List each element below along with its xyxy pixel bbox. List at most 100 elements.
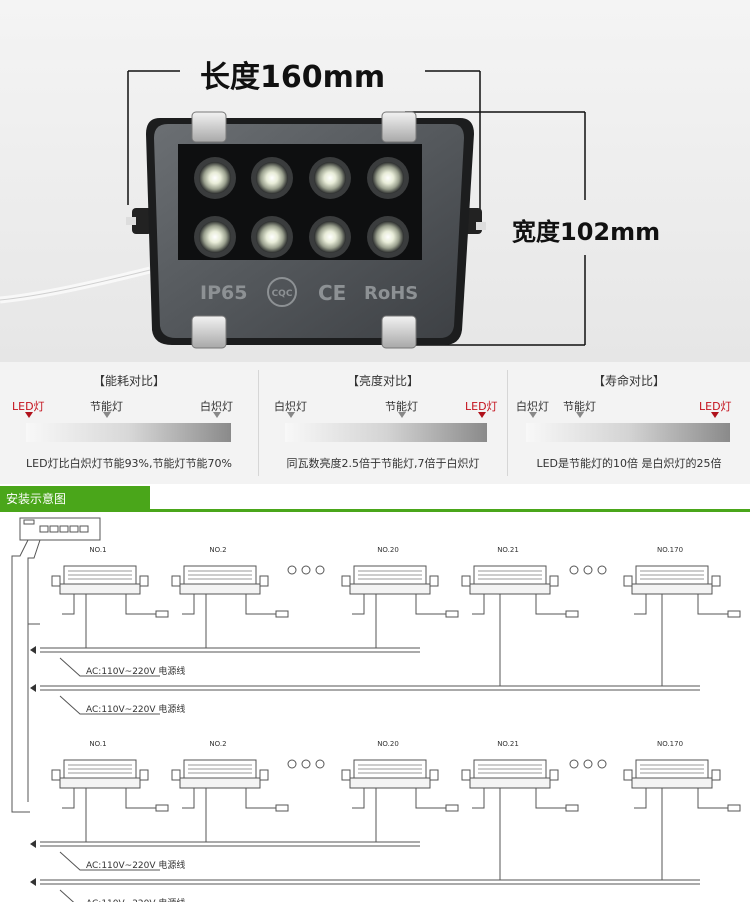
continuation-dot [583, 565, 593, 575]
divider [507, 370, 508, 476]
continuation-dot [569, 565, 579, 575]
connector [445, 610, 459, 618]
control-wire [11, 539, 30, 813]
incandescent-label: 白炽灯 [200, 400, 233, 413]
controller-port [69, 525, 79, 533]
fixture-bracket [429, 769, 439, 781]
ip65-marking: IP65 [200, 282, 247, 304]
plug-icon [30, 646, 36, 654]
controller-port [23, 519, 35, 525]
continuation-dot [569, 759, 579, 769]
connector [275, 610, 289, 618]
fixture-wire [125, 788, 156, 809]
connector [155, 804, 169, 812]
led-marker-icon [478, 412, 486, 418]
fixture-wire [535, 594, 566, 615]
fixture-base [59, 583, 141, 595]
fixture-bracket [341, 769, 351, 781]
fixture-bracket [549, 575, 559, 587]
leader-line [59, 851, 160, 871]
fixture-base [179, 777, 261, 789]
led-chip [199, 221, 231, 253]
ce-marking: CE [318, 281, 346, 305]
fixture-bracket [259, 769, 269, 781]
fixture-wire [415, 788, 446, 809]
cfl-marker-icon [398, 412, 406, 418]
product-hero: IP65 CQC CE RoHS 长度160mm 宽度102mm [0, 0, 750, 362]
fixture-bracket [171, 769, 181, 781]
fixture-base [179, 583, 261, 595]
panel-title: 【亮度对比】 [346, 374, 419, 388]
panel-description: LED是节能灯的10倍 是白炽灯的25倍 [536, 457, 722, 470]
leader-line [59, 889, 79, 906]
install-diagram-header: 安装示意图 [0, 486, 750, 512]
incandescent-label: 白炽灯 [274, 400, 307, 413]
plug-icon [30, 878, 36, 886]
connector [727, 610, 741, 618]
fixture-bracket [429, 575, 439, 587]
fixture-wire [245, 594, 276, 615]
cable-label: AC:110V~220V 电源线 [86, 665, 185, 677]
fixture-wire [182, 594, 195, 615]
brightness-gradient-bar [285, 423, 487, 442]
lifespan-comparison-panel: 【寿命对比】 白炽灯 节能灯 LED灯 LED是节能灯的10倍 是白炽灯的25倍 [508, 362, 750, 484]
width-dimension-label: 宽度102mm [512, 218, 661, 246]
cfl-marker-icon [576, 412, 584, 418]
header-underline [150, 509, 750, 512]
incandescent-marker-icon [213, 412, 221, 418]
fixture-wire [634, 788, 647, 809]
leader-line [59, 695, 160, 715]
continuation-dot [301, 565, 311, 575]
continuation-dot [315, 565, 325, 575]
cfl-label: 节能灯 [563, 400, 596, 413]
cfl-marker-icon [103, 412, 111, 418]
fixture-label: NO.2 [209, 740, 226, 748]
led-marker-icon [25, 412, 33, 418]
fixture-wire [352, 594, 365, 615]
fixture-label: NO.20 [377, 546, 399, 554]
panel-title: 【能耗对比】 [92, 374, 165, 388]
controller-port [59, 525, 69, 533]
fixture-bracket [549, 769, 559, 781]
continuation-dot [597, 565, 607, 575]
fixture-wire [245, 788, 276, 809]
fixture-bracket [341, 575, 351, 587]
fixture-base [349, 583, 431, 595]
led-label: LED灯 [699, 400, 732, 413]
continuation-dot [315, 759, 325, 769]
fixture-label: NO.170 [657, 740, 683, 748]
cfl-label: 节能灯 [90, 400, 123, 413]
flood-light-image: IP65 CQC CE RoHS [0, 70, 586, 349]
fixture-bracket [171, 575, 181, 587]
connector [275, 804, 289, 812]
cfl-label: 节能灯 [385, 400, 418, 413]
connector [565, 610, 579, 618]
connector [727, 804, 741, 812]
fixture-wire [62, 788, 75, 809]
continuation-dot [287, 759, 297, 769]
fixture-bracket [139, 769, 149, 781]
fixture-wire [182, 788, 195, 809]
continuation-dot [583, 759, 593, 769]
fixture-bracket [711, 769, 721, 781]
plug-icon [30, 840, 36, 848]
fixture-bracket [623, 575, 633, 587]
led-chip [256, 221, 288, 253]
cable-label: AC:110V~220V 电源线 [86, 703, 185, 715]
fixture-label: NO.21 [497, 546, 519, 554]
continuation-dot [287, 565, 297, 575]
fixture-base [469, 583, 551, 595]
led-chip [372, 221, 404, 253]
incandescent-marker-icon [287, 412, 295, 418]
energy-gradient-bar [26, 423, 231, 442]
led-chip [314, 162, 346, 194]
fixture-bracket [139, 575, 149, 587]
fixture-bracket [623, 769, 633, 781]
fixture-bracket [51, 769, 61, 781]
lifespan-gradient-bar [526, 423, 730, 442]
fixture-base [631, 583, 713, 595]
continuation-dot [301, 759, 311, 769]
fixture-wire [125, 594, 156, 615]
connector [155, 610, 169, 618]
led-marker-icon [711, 412, 719, 418]
